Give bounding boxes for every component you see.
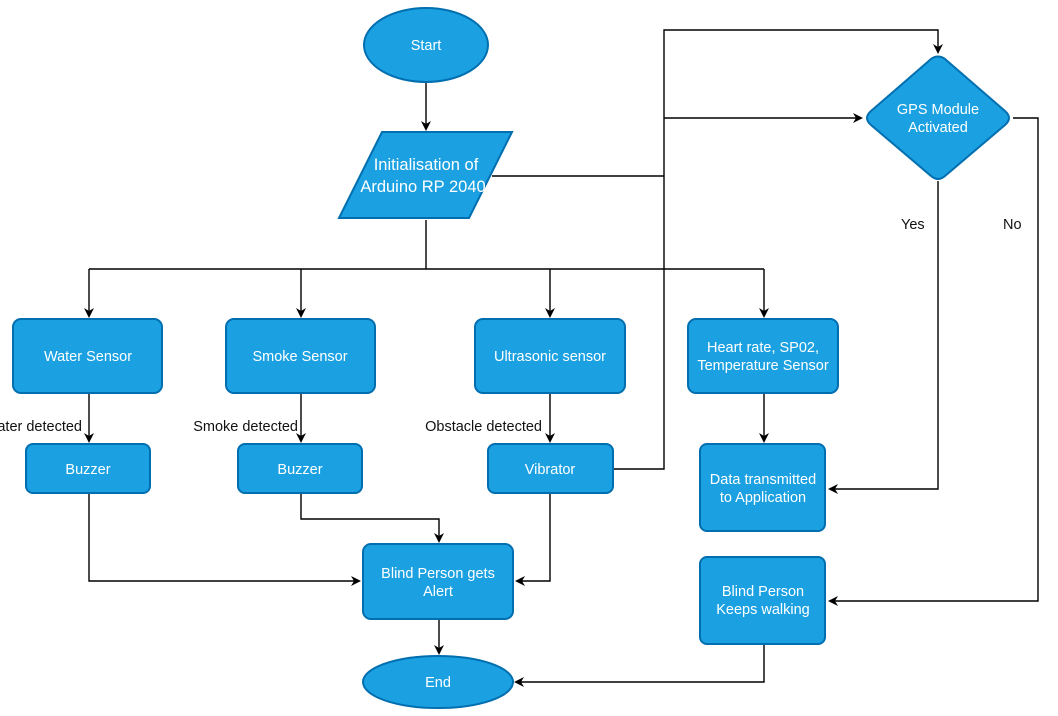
gps-decision-shape — [866, 55, 1010, 180]
node-end: End — [362, 655, 514, 709]
vibrator-shape — [487, 443, 614, 494]
edges — [84, 29, 1039, 687]
edge-vibrator-right-line — [614, 29, 943, 470]
edge-walking-to-end — [514, 645, 765, 687]
keeps-walking-label-line-2: Keeps walking — [716, 602, 810, 618]
node-data-transmitted: Data transmitted to Application — [699, 443, 826, 532]
node-health-sensor: Heart rate, SP02, Temperature Sensor — [687, 318, 839, 394]
edge-gps-yes — [828, 181, 939, 494]
node-gps: GPS Module Activated — [866, 55, 1010, 180]
start-terminal-shape — [363, 7, 489, 83]
node-buzzer-smoke: Buzzer — [237, 443, 363, 494]
health-sensor-label-line-2: Temperature Sensor — [697, 358, 829, 374]
edge-vibrator-to-alert — [515, 494, 551, 586]
vibrator-label: Vibrator — [525, 462, 576, 478]
node-ultrasonic-sensor: Ultrasonic sensor — [474, 318, 626, 394]
edge-buzzer-water-to-alert — [88, 494, 361, 586]
keeps-walking-shape — [699, 556, 826, 645]
obstacle-detected-label: Obstacle detected — [425, 419, 542, 435]
node-vibrator: Vibrator — [487, 443, 614, 494]
data-transmitted-label-line-2: to Application — [720, 490, 806, 506]
water-sensor-label: Water Sensor — [44, 349, 132, 365]
edge-labels: Yes No Water detected Smoke detected Obs… — [0, 217, 1022, 435]
gps-label-line-2: Activated — [908, 120, 968, 136]
alert-shape — [362, 543, 514, 620]
keeps-walking-label-line-1: Blind Person — [722, 584, 804, 600]
smoke-sensor-label: Smoke Sensor — [252, 349, 347, 365]
data-transmitted-shape — [699, 443, 826, 532]
buzzer-smoke-shape — [237, 443, 363, 494]
edge-buzzer-smoke-to-alert — [300, 494, 444, 543]
node-water-sensor: Water Sensor — [12, 318, 163, 394]
gps-label-line-1: GPS Module — [897, 102, 979, 118]
buzzer-water-label: Buzzer — [65, 462, 110, 478]
node-keeps-walking: Blind Person Keeps walking — [699, 556, 826, 645]
node-start: Start — [363, 7, 489, 83]
alert-label-line-1: Blind Person gets — [381, 566, 495, 582]
no-label: No — [1003, 217, 1022, 233]
ultrasonic-sensor-shape — [474, 318, 626, 394]
node-smoke-sensor: Smoke Sensor — [225, 318, 376, 394]
init-label-line-1: Initialisation of — [374, 156, 479, 174]
edge-gps-no — [828, 117, 1039, 606]
health-sensor-label-line-1: Heart rate, SP02, — [707, 340, 819, 356]
end-label: End — [425, 675, 451, 691]
water-detected-label: Water detected — [0, 419, 82, 435]
ultrasonic-sensor-label: Ultrasonic sensor — [494, 349, 606, 365]
node-alert: Blind Person gets Alert — [362, 543, 514, 620]
smoke-detected-label: Smoke detected — [193, 419, 298, 435]
buzzer-water-shape — [25, 443, 151, 494]
node-init: Initialisation of Arduino RP 2040 — [337, 131, 514, 219]
smoke-sensor-shape — [225, 318, 376, 394]
health-sensor-shape — [687, 318, 839, 394]
init-io-shape — [337, 131, 514, 219]
init-label-line-2: Arduino RP 2040 — [360, 178, 485, 196]
end-terminal-shape — [362, 655, 514, 709]
alert-label-line-2: Alert — [423, 584, 453, 600]
yes-label: Yes — [901, 217, 925, 233]
node-buzzer-water: Buzzer — [25, 443, 151, 494]
buzzer-smoke-label: Buzzer — [277, 462, 322, 478]
water-sensor-shape — [12, 318, 163, 394]
data-transmitted-label-line-1: Data transmitted — [710, 472, 816, 488]
start-label: Start — [411, 38, 442, 54]
